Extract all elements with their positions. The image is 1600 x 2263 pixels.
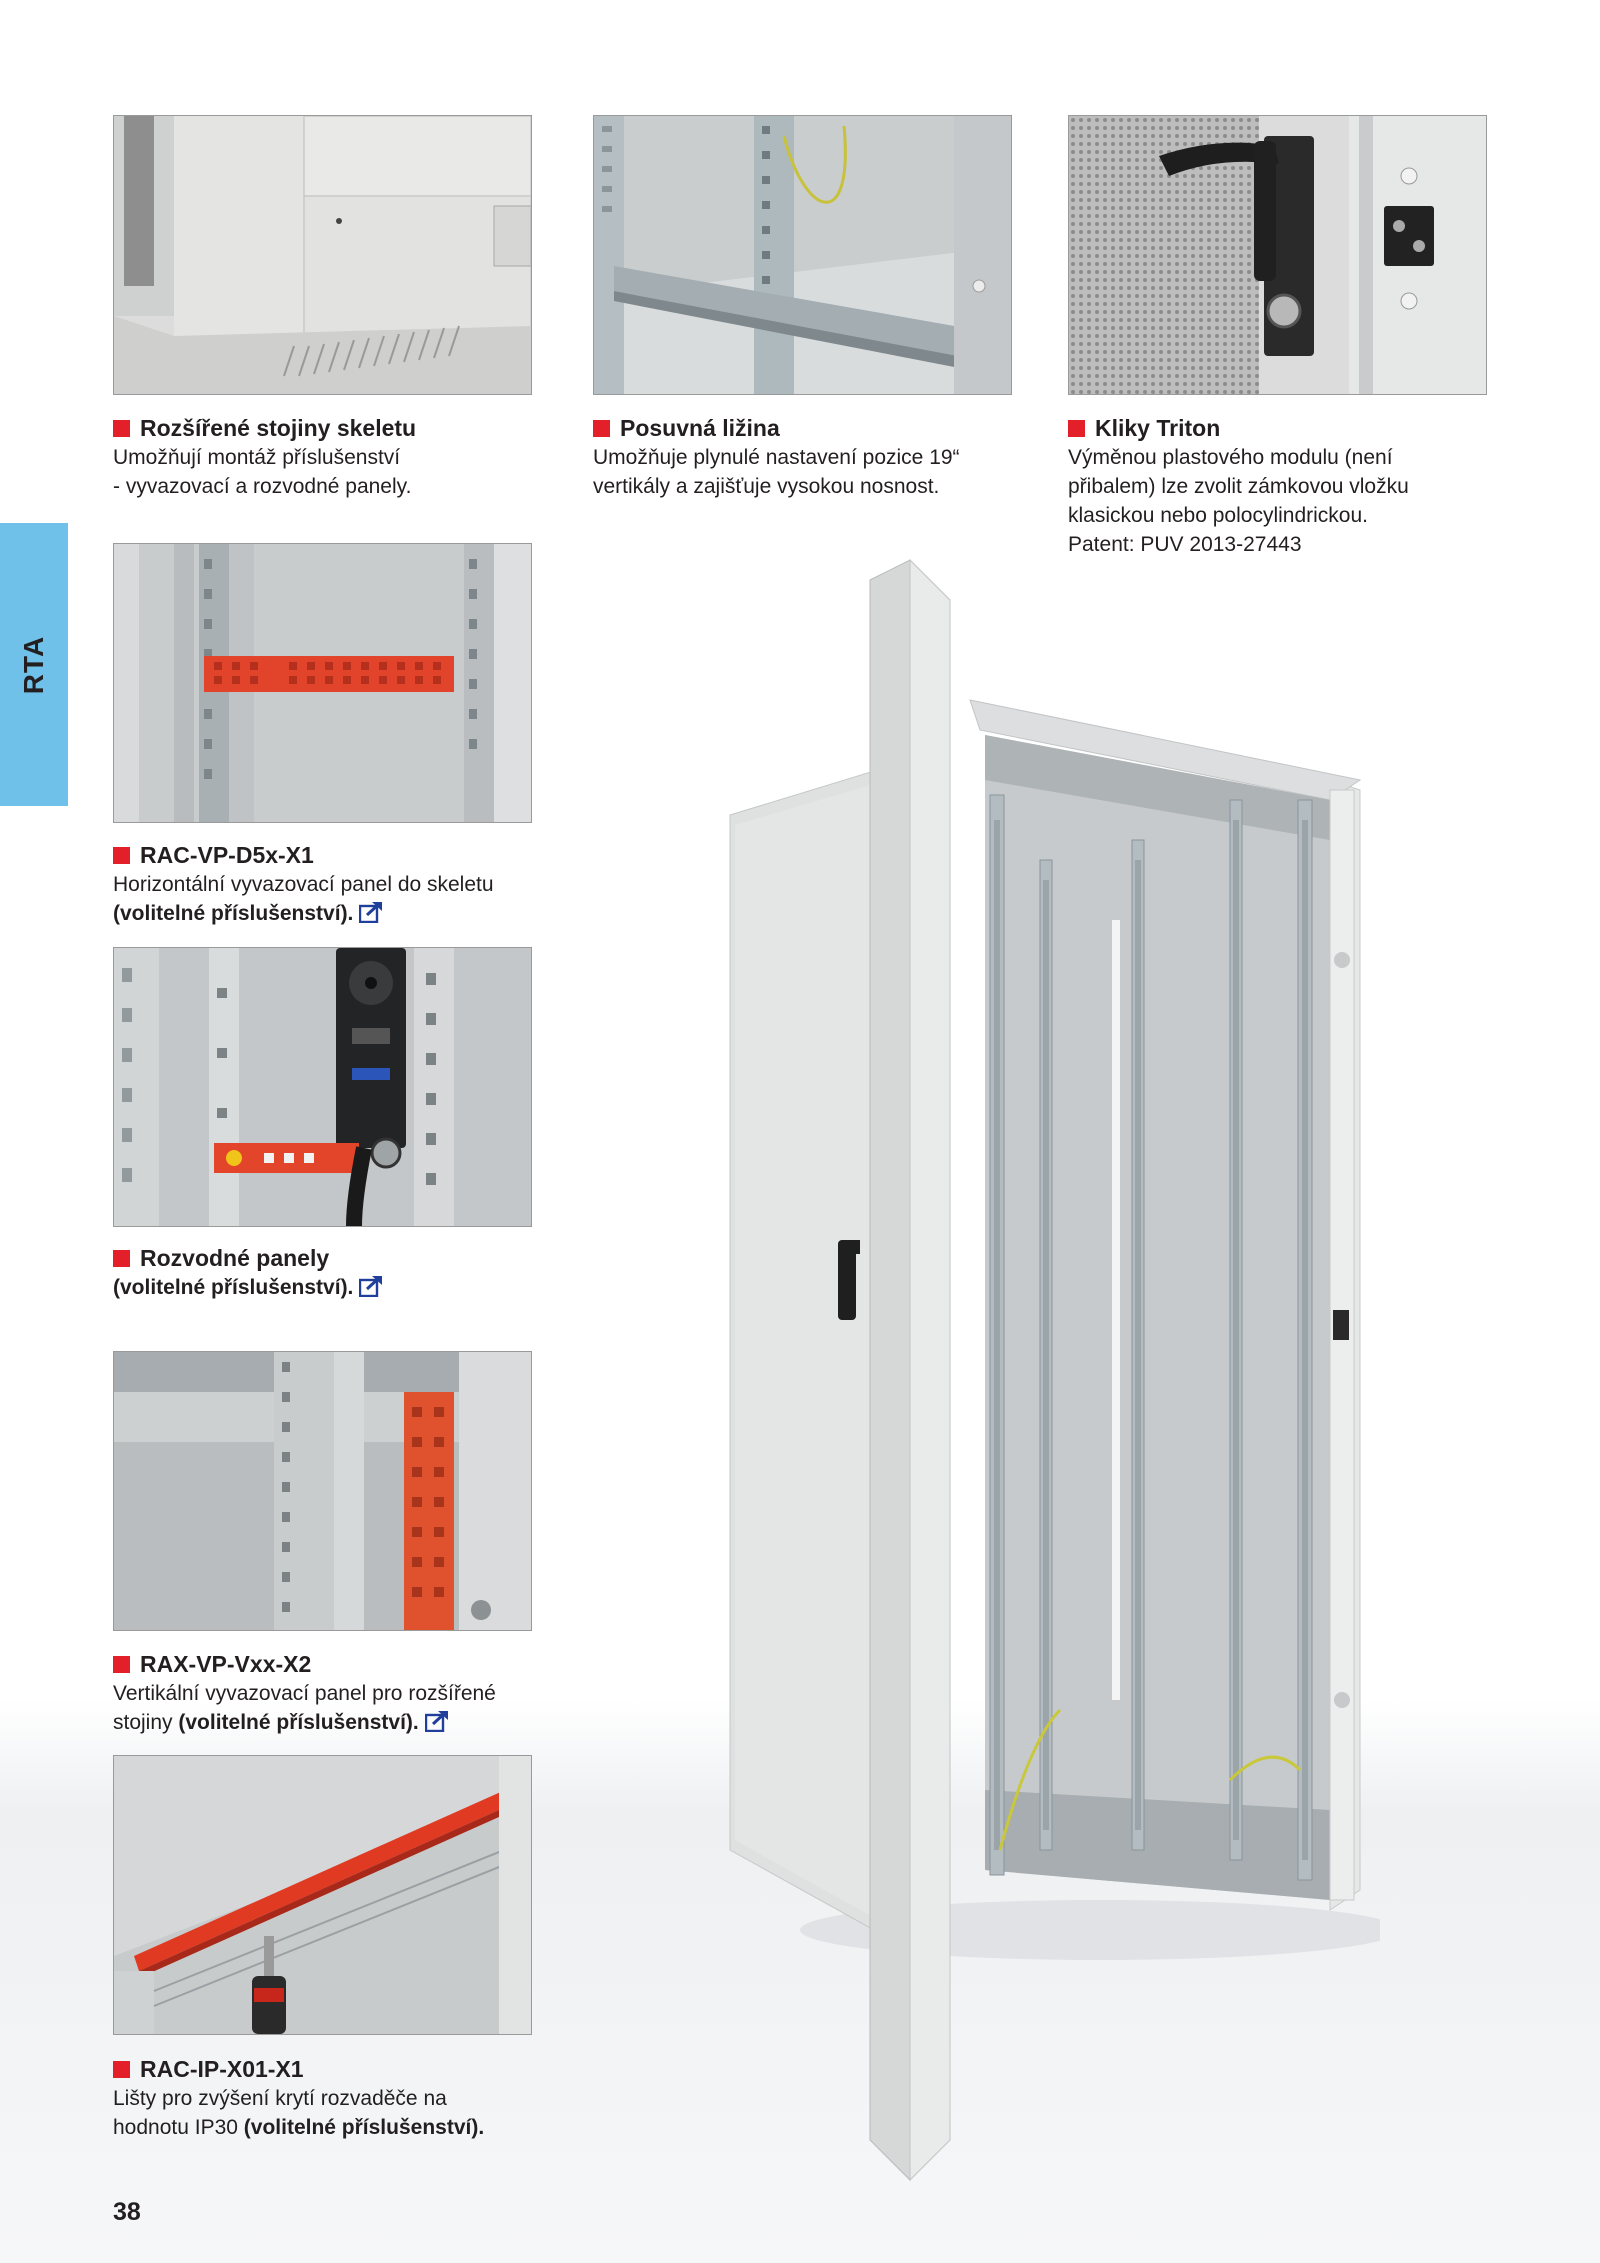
red-square-bullet-icon	[113, 2061, 130, 2078]
accessory-text-prefix: hodnotu IP30	[113, 2116, 244, 2139]
feature-title: Posuvná ližina	[620, 415, 780, 441]
feature-caption-3: Kliky Triton Výměnou plastového modulu (…	[1068, 414, 1409, 559]
photo-sliding-rail	[593, 115, 1012, 395]
optional-accessory-label: (volitelné příslušenství).	[113, 1276, 354, 1299]
accessory-text-line: Lišty pro zvýšení krytí rozvaděče na	[113, 2087, 447, 2110]
photo-extended-uprights	[113, 115, 532, 395]
feature-title: Kliky Triton	[1095, 415, 1221, 441]
red-square-bullet-icon	[593, 420, 610, 437]
feature-text-line: Patent: PUV 2013-27443	[1068, 533, 1302, 556]
photo-vertical-cable-panel	[113, 1351, 532, 1631]
side-tab-label: RTA	[18, 635, 49, 694]
external-link-icon[interactable]	[359, 1275, 383, 1297]
accessory-text-line: Horizontální vyvazovací panel do skeletu	[113, 873, 494, 896]
accessory-caption-1: RAC-VP-D5x-X1 Horizontální vyvazovací pa…	[113, 841, 494, 928]
photo-triton-handle	[1068, 115, 1487, 395]
red-square-bullet-icon	[113, 1656, 130, 1673]
feature-caption-2: Posuvná ližina Umožňuje plynulé nastaven…	[593, 414, 960, 501]
accessory-text-line: Vertikální vyvazovací panel pro rozšířen…	[113, 1682, 496, 1705]
accessory-title: RAC-IP-X01-X1	[140, 2056, 304, 2082]
rack-cabinet-illustration	[700, 540, 1400, 2190]
red-square-bullet-icon	[1068, 420, 1085, 437]
accessory-title: RAX-VP-Vxx-X2	[140, 1651, 312, 1677]
accessory-caption-3: RAX-VP-Vxx-X2 Vertikální vyvazovací pane…	[113, 1650, 496, 1737]
feature-text-line: - vyvazovací a rozvodné panely.	[113, 475, 412, 498]
optional-accessory-label: (volitelné příslušenství).	[243, 2116, 485, 2139]
optional-accessory-label: (volitelné příslušenství).	[178, 1711, 419, 1734]
red-square-bullet-icon	[113, 420, 130, 437]
feature-text-line: Umožňují montáž příslušenství	[113, 446, 401, 469]
feature-text-line: přibalem) lze zvolit zámkovou vložku	[1068, 475, 1409, 498]
accessory-title: Rozvodné panely	[140, 1245, 330, 1271]
accessory-caption-2: Rozvodné panely (volitelné příslušenství…	[113, 1244, 383, 1302]
red-square-bullet-icon	[113, 847, 130, 864]
section-side-tab[interactable]: RTA	[0, 523, 68, 806]
feature-text-line: Výměnou plastového modulu (není	[1068, 446, 1393, 469]
optional-accessory-label: (volitelné příslušenství).	[113, 902, 354, 925]
photo-ip30-strips	[113, 1755, 532, 2035]
feature-title: Rozšířené stojiny skeletu	[140, 415, 417, 441]
feature-text-line: klasickou nebo polocylindrickou.	[1068, 504, 1368, 527]
page-number: 38	[113, 2198, 141, 2226]
accessory-title: RAC-VP-D5x-X1	[140, 842, 314, 868]
photo-horizontal-cable-panel	[113, 543, 532, 823]
external-link-icon[interactable]	[359, 901, 383, 923]
accessory-text-prefix: stojiny	[113, 1711, 179, 1734]
feature-text-line: Umožňuje plynulé nastavení pozice 19“	[593, 446, 960, 469]
external-link-icon[interactable]	[424, 1710, 449, 1732]
red-square-bullet-icon	[113, 1250, 130, 1267]
photo-power-distribution-panel	[113, 947, 532, 1227]
accessory-caption-4: RAC-IP-X01-X1 Lišty pro zvýšení krytí ro…	[113, 2055, 484, 2142]
feature-text-line: vertikály a zajišťuje vysokou nosnost.	[593, 475, 940, 498]
feature-caption-1: Rozšířené stojiny skeletu Umožňují montá…	[113, 414, 416, 501]
